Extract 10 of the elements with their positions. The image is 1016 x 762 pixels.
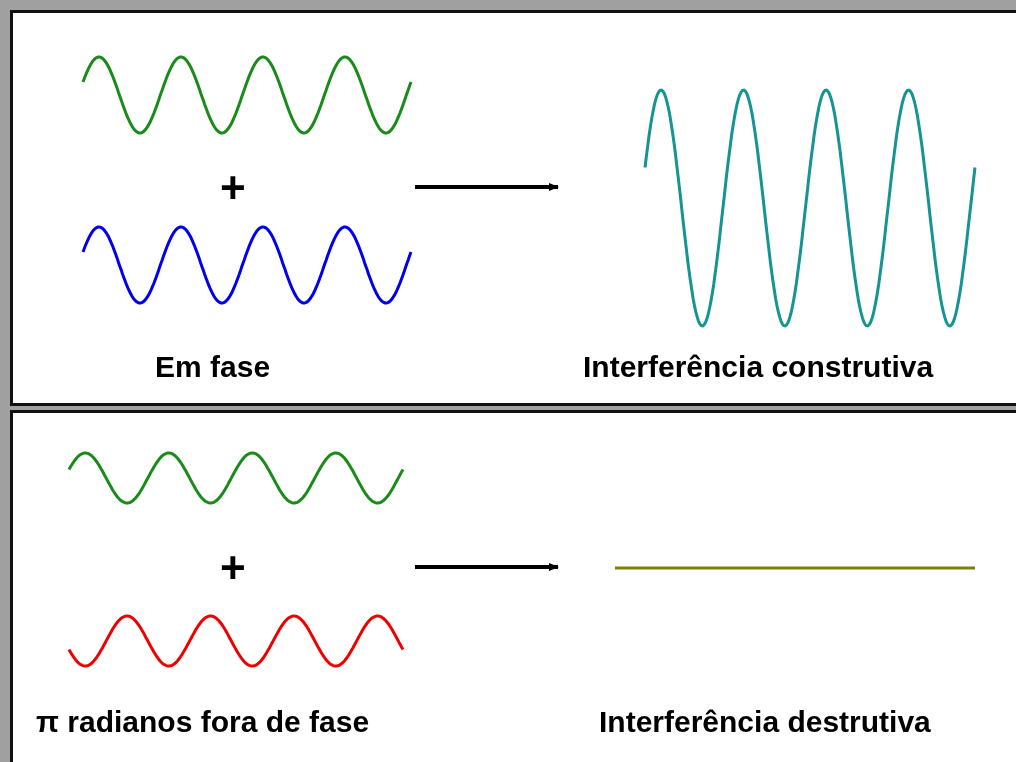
caption-text: Interferência construtiva — [583, 350, 934, 384]
caption-text: Em fase — [155, 350, 271, 384]
caption-text: π radianos fora de fase — [36, 705, 370, 739]
plus-sign: + — [220, 548, 246, 588]
plus-sign: + — [220, 168, 246, 208]
panel — [10, 10, 1016, 406]
panel — [10, 410, 1016, 762]
arrow — [415, 563, 559, 571]
caption-text: Interferência destrutiva — [599, 705, 931, 739]
arrow — [415, 183, 559, 191]
